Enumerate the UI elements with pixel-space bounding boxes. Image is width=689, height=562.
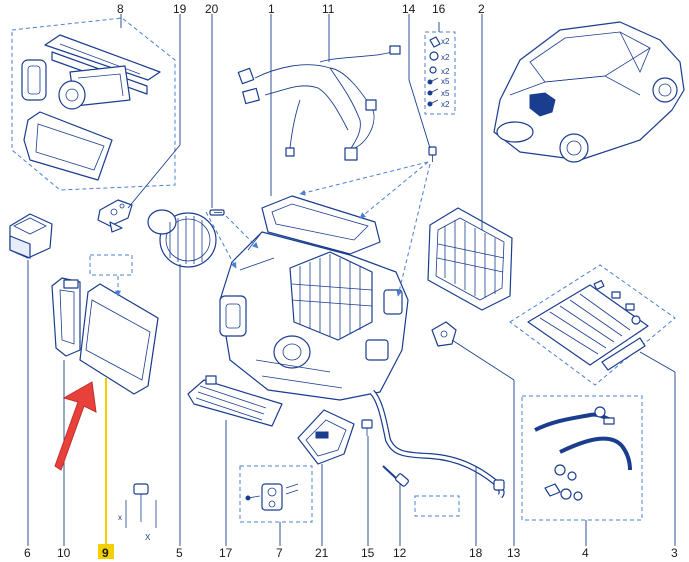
callout-14[interactable]: 14 [402, 2, 416, 16]
callout-18[interactable]: 18 [469, 546, 483, 560]
callout-19[interactable]: 19 [173, 2, 187, 16]
dimension-x-label: x [118, 513, 122, 522]
callout-11[interactable]: 11 [322, 2, 335, 16]
callout-10[interactable]: 10 [57, 546, 71, 560]
part-3-evaporator-group[interactable] [509, 264, 676, 386]
svg-text:x2: x2 [441, 53, 450, 62]
part-14-screw[interactable] [428, 146, 437, 162]
callout-16[interactable]: 16 [432, 2, 446, 16]
svg-text:x2: x2 [441, 67, 450, 76]
callout-21[interactable]: 21 [315, 546, 329, 560]
part-9-cabin-filter[interactable] [79, 254, 159, 395]
vehicle-location-icon [493, 21, 685, 163]
red-pointer-arrow-icon [54, 381, 97, 471]
callout-17[interactable]: 17 [219, 546, 233, 560]
callout-leaders [27, 14, 676, 546]
part-12-temp-probe[interactable] [382, 465, 460, 517]
callout-2[interactable]: 2 [478, 2, 485, 16]
part-9-highlight [98, 544, 114, 559]
part-18-hose[interactable] [369, 389, 505, 499]
callout-15[interactable]: 15 [361, 546, 375, 560]
part-7-expansion-valve-group[interactable] [239, 465, 313, 523]
callout-12[interactable]: 12 [393, 546, 407, 560]
part-8-ducts-group[interactable] [11, 17, 176, 191]
callout-4[interactable]: 4 [582, 546, 589, 560]
part-15-clip[interactable] [361, 419, 373, 436]
part-11-wiring-harness[interactable] [237, 45, 401, 161]
part-6-resistor[interactable] [9, 213, 53, 259]
callout-6[interactable]: 6 [24, 546, 31, 560]
hardware-item: x2 [427, 99, 450, 109]
part-21-control-module[interactable] [297, 409, 355, 465]
callout-7[interactable]: 7 [276, 546, 283, 560]
svg-text:x2: x2 [441, 100, 450, 109]
svg-text:x2: x2 [441, 37, 450, 46]
svg-text:x5: x5 [441, 89, 450, 98]
part-4-pipes-group[interactable] [521, 395, 643, 521]
dimension-y-label: X [145, 533, 151, 542]
part-16-hardware-kit[interactable]: x2 x2 x2 x5 x5 x2 [424, 31, 456, 115]
hardware-item: x2 [429, 66, 450, 76]
callout-3[interactable]: 3 [671, 546, 678, 560]
part-17-heater-element[interactable] [187, 375, 283, 427]
part-13-sensor[interactable] [431, 321, 457, 347]
part-19-bracket[interactable] [97, 199, 133, 233]
callout-numbers: 8 19 20 1 11 14 16 2 6 10 9 5 17 7 21 15… [24, 2, 678, 560]
callout-9[interactable]: 9 [102, 546, 109, 560]
callout-13[interactable]: 13 [507, 546, 521, 560]
part-2-heater-core[interactable] [427, 207, 513, 311]
callout-8[interactable]: 8 [117, 2, 124, 16]
hardware-item: x5 [427, 77, 450, 86]
svg-text:x5: x5 [441, 77, 450, 86]
part-1-hvac-unit[interactable] [219, 195, 409, 401]
part-10-filter-cover[interactable] [51, 277, 81, 357]
part-20-screw[interactable] [209, 209, 225, 216]
part-5-blower-fan[interactable] [147, 209, 217, 268]
hardware-item: x2 [429, 36, 450, 48]
callout-1[interactable]: 1 [268, 2, 275, 16]
callout-5[interactable]: 5 [176, 546, 183, 560]
hardware-item: x2 [429, 51, 450, 62]
callout-20[interactable]: 20 [205, 2, 219, 16]
dimension-detail: x X [118, 483, 157, 542]
assembly-arrows [115, 161, 431, 297]
hardware-item: x5 [427, 88, 450, 98]
